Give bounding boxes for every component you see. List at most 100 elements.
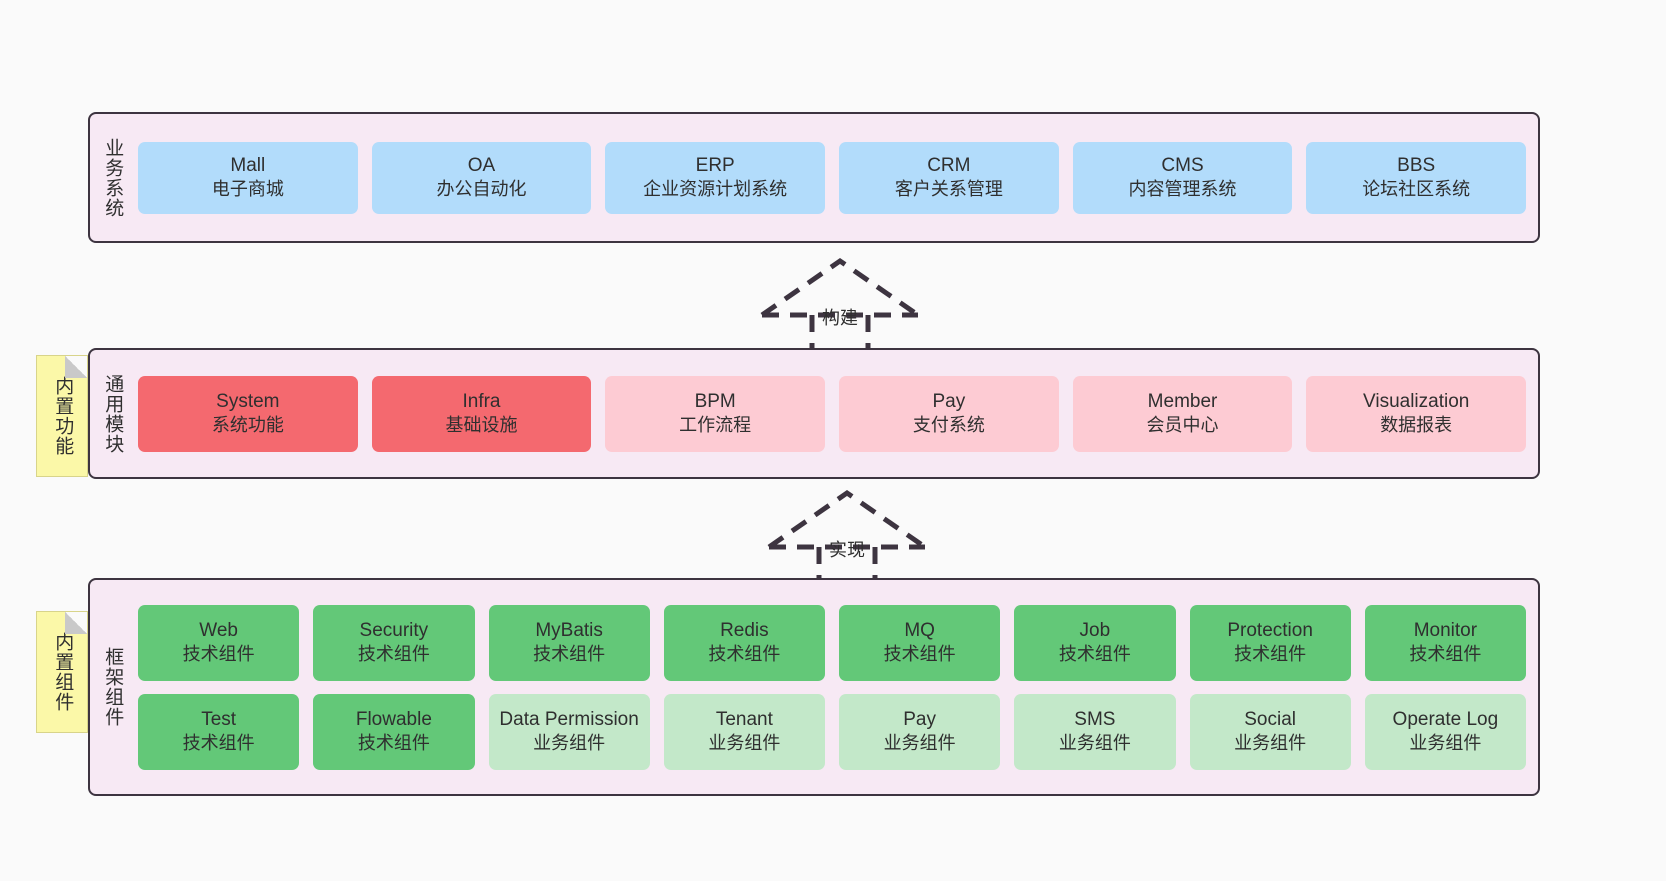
sticky-note-builtin-function: 内置功能	[36, 355, 88, 477]
node-mybatis[interactable]: MyBatis 技术组件	[488, 604, 650, 681]
node-label-en: OA	[467, 155, 496, 177]
node-bbs[interactable]: BBS 论坛社区系统	[1306, 141, 1527, 214]
node-flowable[interactable]: Flowable 技术组件	[313, 693, 475, 770]
node-label-cn: 会员中心	[1146, 415, 1219, 436]
node-label-en: Security	[359, 620, 429, 642]
node-label-cn: 业务组件	[883, 733, 956, 754]
node-sms[interactable]: SMS 业务组件	[1014, 693, 1176, 770]
layer-framework-component: 框架组件 Web 技术组件 Security 技术组件 MyBatis 技术组件…	[88, 578, 1540, 796]
node-label-cn: 技术组件	[357, 644, 430, 665]
node-label-en: Job	[1079, 620, 1111, 642]
node-label-en: Visualization	[1363, 391, 1470, 413]
node-label-cn: 业务组件	[533, 733, 606, 754]
node-redis[interactable]: Redis 技术组件	[663, 604, 825, 681]
node-oa[interactable]: OA 办公自动化	[371, 141, 592, 214]
node-label-en: MQ	[904, 620, 935, 642]
node-label-cn: 业务组件	[1409, 733, 1482, 754]
node-web[interactable]: Web 技术组件	[138, 604, 300, 681]
node-row: Mall 电子商城 OA 办公自动化 ERP 企业资源计划系统 CRM 客户关系…	[138, 141, 1527, 214]
node-pay-module[interactable]: Pay 支付系统	[839, 375, 1059, 452]
node-label-cn: 客户关系管理	[894, 179, 1003, 200]
arrow-build: 构建	[750, 253, 930, 348]
node-label-cn: 数据报表	[1380, 415, 1453, 436]
node-label-en: Redis	[720, 620, 769, 642]
node-label-cn: 论坛社区系统	[1362, 179, 1471, 200]
node-label-cn: 电子商城	[211, 179, 284, 200]
node-label-en: Mall	[230, 155, 266, 177]
node-label-en: ERP	[695, 155, 735, 177]
node-operate-log[interactable]: Operate Log 业务组件	[1364, 693, 1526, 770]
node-test[interactable]: Test 技术组件	[138, 693, 300, 770]
node-bpm[interactable]: BPM 工作流程	[605, 375, 826, 452]
node-erp[interactable]: ERP 企业资源计划系统	[605, 141, 826, 214]
node-label-cn: 企业资源计划系统	[643, 179, 788, 200]
layer-title-framework: 框架组件	[102, 647, 124, 727]
node-label-en: Data Permission	[499, 709, 639, 731]
node-label-cn: 业务组件	[1234, 733, 1307, 754]
node-label-cn: 技术组件	[1058, 644, 1131, 665]
node-member[interactable]: Member 会员中心	[1072, 375, 1293, 452]
dashed-generalization-arrow-icon	[767, 489, 927, 580]
node-mall[interactable]: Mall 电子商城	[138, 141, 358, 214]
node-label-en: Member	[1147, 391, 1218, 413]
node-label-en: CRM	[927, 155, 971, 177]
node-label-cn: 技术组件	[708, 644, 781, 665]
node-label-cn: 支付系统	[912, 415, 985, 436]
node-crm[interactable]: CRM 客户关系管理	[839, 141, 1059, 214]
node-system[interactable]: System 系统功能	[138, 375, 358, 452]
dashed-generalization-arrow-icon	[760, 257, 920, 348]
node-visualization[interactable]: Visualization 数据报表	[1306, 375, 1527, 452]
node-label-en: Pay	[903, 709, 936, 731]
node-label-en: Pay	[932, 391, 966, 413]
node-label-cn: 技术组件	[1234, 644, 1307, 665]
node-label-cn: 系统功能	[211, 415, 284, 436]
layer-body-business: Mall 电子商城 OA 办公自动化 ERP 企业资源计划系统 CRM 客户关系…	[134, 114, 1538, 241]
node-label-cn: 技术组件	[533, 644, 606, 665]
node-security[interactable]: Security 技术组件	[313, 604, 475, 681]
node-cms[interactable]: CMS 内容管理系统	[1072, 141, 1293, 214]
arrow-realize: 实现	[757, 485, 937, 580]
node-label-en: SMS	[1074, 709, 1116, 731]
node-job[interactable]: Job 技术组件	[1014, 604, 1176, 681]
node-label-en: Protection	[1227, 620, 1313, 642]
node-data-permission[interactable]: Data Permission 业务组件	[488, 693, 650, 770]
node-infra[interactable]: Infra 基础设施	[371, 375, 592, 452]
node-label-en: Test	[201, 709, 237, 731]
node-label-cn: 技术组件	[182, 644, 255, 665]
node-label-cn: 业务组件	[1058, 733, 1131, 754]
node-label-cn: 办公自动化	[436, 179, 527, 200]
node-label-en: BBS	[1397, 155, 1436, 177]
node-label-en: Web	[199, 620, 238, 642]
node-label-en: System	[216, 391, 280, 413]
node-label-en: MyBatis	[535, 620, 603, 642]
node-row: Web 技术组件 Security 技术组件 MyBatis 技术组件 Redi…	[138, 604, 1526, 681]
node-label-en: Flowable	[355, 709, 432, 731]
node-label-cn: 基础设施	[445, 415, 518, 436]
node-label-en: Infra	[462, 391, 501, 413]
node-label-en: Operate Log	[1392, 709, 1499, 731]
node-label-cn: 业务组件	[708, 733, 781, 754]
layer-body-framework: Web 技术组件 Security 技术组件 MyBatis 技术组件 Redi…	[134, 580, 1538, 794]
node-label-cn: 技术组件	[182, 733, 255, 754]
node-protection[interactable]: Protection 技术组件	[1189, 604, 1351, 681]
sticky-note-builtin-component: 内置组件	[36, 611, 88, 733]
node-label-en: CMS	[1161, 155, 1204, 177]
layer-title-common: 通用模块	[102, 373, 124, 454]
node-label-cn: 内容管理系统	[1128, 179, 1237, 200]
layer-body-common: System 系统功能 Infra 基础设施 BPM 工作流程 Pay 支付系统…	[134, 350, 1538, 477]
node-label-en: Tenant	[715, 709, 773, 731]
node-label-en: Social	[1244, 709, 1296, 731]
node-mq[interactable]: MQ 技术组件	[839, 604, 1001, 681]
layer-title-business: 业务系统	[102, 137, 124, 218]
node-pay-component[interactable]: Pay 业务组件	[839, 693, 1001, 770]
node-row: System 系统功能 Infra 基础设施 BPM 工作流程 Pay 支付系统…	[138, 375, 1527, 452]
node-monitor[interactable]: Monitor 技术组件	[1364, 604, 1526, 681]
node-label-cn: 技术组件	[883, 644, 956, 665]
node-label-en: BPM	[694, 391, 736, 413]
node-social[interactable]: Social 业务组件	[1189, 693, 1351, 770]
node-label-cn: 工作流程	[679, 415, 752, 436]
node-tenant[interactable]: Tenant 业务组件	[663, 693, 825, 770]
layer-business-system: 业务系统 Mall 电子商城 OA 办公自动化 ERP 企业资源计划系统 CRM…	[88, 112, 1540, 243]
node-label-cn: 技术组件	[1409, 644, 1482, 665]
